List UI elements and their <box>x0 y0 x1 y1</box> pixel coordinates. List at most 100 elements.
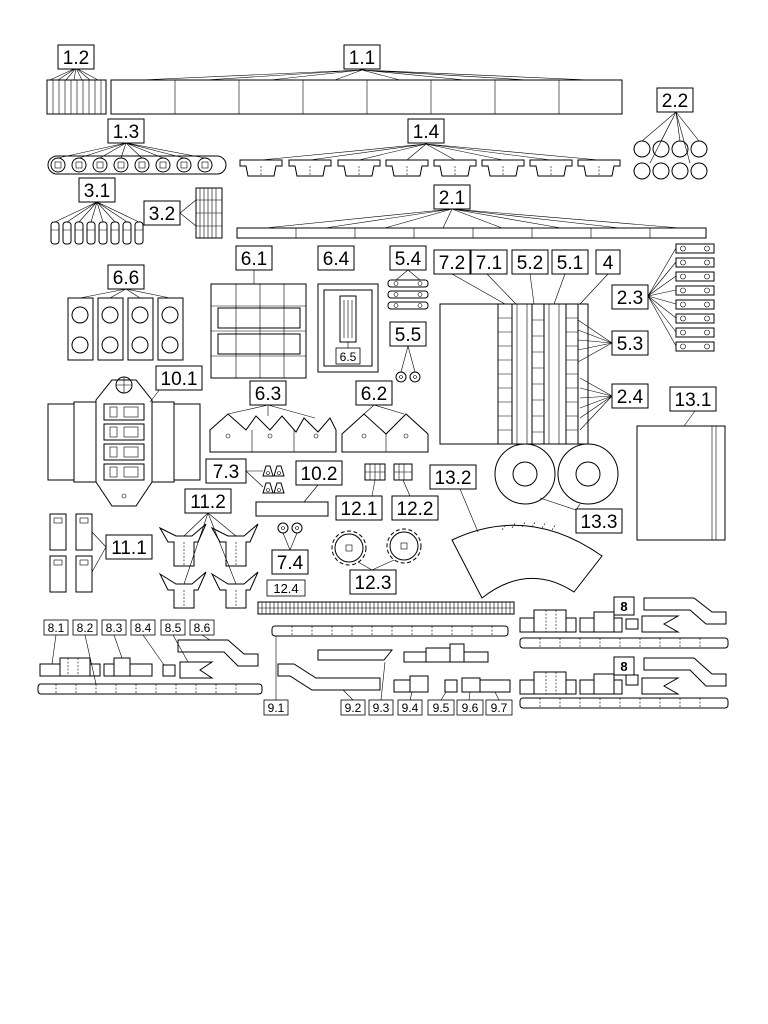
part-12-4-chain-strip <box>257 601 515 615</box>
label-6-2: 6.2 <box>355 380 393 406</box>
label-8-5: 8.5 <box>160 619 186 636</box>
svg-text:12.3: 12.3 <box>355 573 392 594</box>
svg-text:12.1: 12.1 <box>341 499 378 520</box>
part-5-4-links <box>387 269 429 310</box>
part-2-3-clips <box>647 243 715 352</box>
label-11-2: 11.2 <box>184 488 232 514</box>
label-1-1: 1.1 <box>343 44 381 70</box>
svg-text:6.2: 6.2 <box>361 384 387 405</box>
svg-text:9.2: 9.2 <box>345 701 362 715</box>
label-5-1: 5.1 <box>551 249 589 275</box>
label-1-2: 1.2 <box>57 44 95 70</box>
svg-text:7.3: 7.3 <box>213 462 239 483</box>
label-2-2: 2.2 <box>656 87 694 113</box>
label-13-2: 13.2 <box>429 464 477 490</box>
part-6-6-pads <box>67 288 184 361</box>
label-11-1: 11.1 <box>105 534 153 560</box>
part-2-1-strip <box>236 208 707 239</box>
label-6-5: 6.5 <box>335 347 361 365</box>
label-9-6: 9.6 <box>456 699 484 716</box>
svg-text:9.7: 9.7 <box>491 701 508 715</box>
svg-text:6.5: 6.5 <box>340 350 357 364</box>
label-12-2: 12.2 <box>391 495 439 521</box>
part-6-1-frame <box>210 283 307 379</box>
svg-text:8.6: 8.6 <box>194 621 211 635</box>
part-6-4-frame <box>317 283 379 373</box>
label-6-1: 6.1 <box>235 245 273 284</box>
svg-text:6.1: 6.1 <box>241 249 267 270</box>
label-12-3: 12.3 <box>349 569 397 595</box>
svg-text:8.5: 8.5 <box>165 621 182 635</box>
part-3-2-stack <box>179 187 223 239</box>
svg-text:5.4: 5.4 <box>395 249 422 270</box>
part-8-right-set-lower <box>519 657 729 709</box>
svg-text:8: 8 <box>620 659 627 674</box>
label-6-6: 6.6 <box>107 264 145 290</box>
svg-text:12.2: 12.2 <box>397 499 434 520</box>
part-7-3-lugs <box>245 465 285 494</box>
part-9-set <box>271 625 511 701</box>
label-1-4: 1.4 <box>407 118 445 144</box>
svg-text:7.2: 7.2 <box>439 253 465 274</box>
svg-text:7.1: 7.1 <box>476 253 502 274</box>
svg-text:9.1: 9.1 <box>268 701 285 715</box>
svg-text:8.3: 8.3 <box>106 621 123 635</box>
part-12-1-blocks <box>364 463 386 497</box>
label-5-4: 5.4 <box>389 245 427 271</box>
label-2-1: 2.1 <box>433 184 471 210</box>
svg-text:10.1: 10.1 <box>161 369 198 390</box>
label-7-2: 7.2 <box>433 249 471 275</box>
part-1-3-nut-row <box>47 142 227 175</box>
part-2-2-discs <box>633 111 708 180</box>
svg-text:11.2: 11.2 <box>190 492 226 513</box>
leader-2-4 <box>579 377 613 431</box>
svg-text:4: 4 <box>603 253 614 274</box>
part-6-3-gables <box>209 404 337 453</box>
part-11-1-boxes <box>49 513 107 593</box>
svg-text:8.2: 8.2 <box>77 621 94 635</box>
part-12-3-gears <box>331 528 422 571</box>
label-10-2: 10.2 <box>295 460 343 486</box>
label-1-3: 1.3 <box>107 118 145 144</box>
label-8-4: 8.4 <box>130 619 156 636</box>
svg-text:9.4: 9.4 <box>402 701 419 715</box>
label-9-5: 9.5 <box>427 699 455 716</box>
label-9-7: 9.7 <box>485 699 513 716</box>
label-9-4: 9.4 <box>397 699 423 716</box>
svg-text:9.5: 9.5 <box>433 701 450 715</box>
part-13-3-rings <box>494 443 619 511</box>
svg-text:3.1: 3.1 <box>84 181 110 202</box>
label-7-1: 7.1 <box>470 249 508 275</box>
svg-text:1.3: 1.3 <box>113 122 139 143</box>
part-7-4-washers <box>277 522 303 551</box>
svg-text:8: 8 <box>620 599 627 614</box>
label-10-1: 10.1 <box>155 365 203 391</box>
part-13-2-arc <box>451 488 603 599</box>
label-9-1: 9.1 <box>263 699 289 716</box>
part-1-1-long-strip <box>110 79 623 115</box>
label-7-4: 7.4 <box>271 549 309 575</box>
label-8-upper: 8 <box>613 596 635 616</box>
label-13-3: 13.3 <box>575 508 623 534</box>
svg-text:9.6: 9.6 <box>462 701 479 715</box>
svg-text:2.2: 2.2 <box>662 91 688 112</box>
part-3-1-bolts <box>50 201 144 245</box>
part-11-2-hoppers <box>158 512 259 609</box>
label-2-4: 2.4 <box>611 383 649 409</box>
label-3-1: 3.1 <box>78 177 116 203</box>
svg-text:5.3: 5.3 <box>617 334 643 355</box>
svg-text:13.1: 13.1 <box>675 390 712 411</box>
label-9-2: 9.2 <box>340 699 366 716</box>
label-8-1: 8.1 <box>43 619 69 636</box>
label-6-3: 6.3 <box>249 380 287 406</box>
svg-text:2.1: 2.1 <box>439 188 465 209</box>
part-13-1-panel <box>636 410 726 541</box>
part-10-2-bar <box>255 484 329 517</box>
label-6-4: 6.4 <box>317 245 355 271</box>
svg-text:5.5: 5.5 <box>395 325 421 346</box>
label-12-4: 12.4 <box>266 579 306 597</box>
svg-text:2.4: 2.4 <box>617 387 644 408</box>
svg-text:1.4: 1.4 <box>413 122 440 143</box>
svg-text:6.4: 6.4 <box>323 249 350 270</box>
